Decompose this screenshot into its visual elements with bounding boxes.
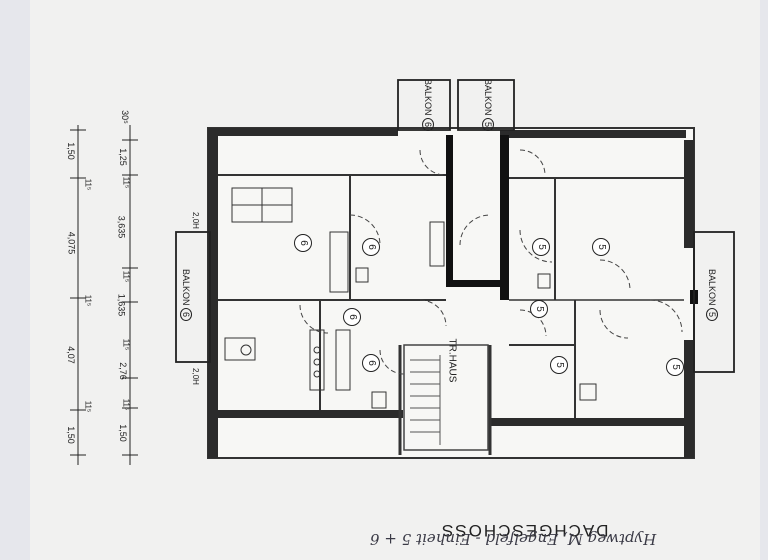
- balcony-top-6: [397, 79, 451, 131]
- balcony-unit: 5: [706, 308, 719, 322]
- dimension-label: 11⁵: [83, 400, 93, 413]
- balcony-unit: 6: [422, 118, 435, 132]
- dimension-label: 4,075: [66, 231, 77, 255]
- dimension-label: 11⁵: [121, 338, 131, 351]
- fixtures: [224, 187, 597, 409]
- handwritten-note: Hyptweg M, Engelfeld - Einheit 5 + 6: [370, 530, 657, 548]
- balcony-label-top-6: BALKON 6: [422, 78, 435, 132]
- dimension-label: 11⁵: [83, 178, 93, 191]
- room-unit-badge: 6: [362, 354, 380, 372]
- dimension-line-row1: [122, 125, 138, 465]
- window-mark: 2,0H: [190, 212, 200, 229]
- dimension-label: 11⁵: [121, 176, 131, 189]
- room-unit-badge: 5: [532, 238, 550, 256]
- room-unit-badge: 6: [343, 308, 361, 326]
- dimension-label: 2,76: [117, 362, 128, 380]
- room-unit-badge: 5: [592, 238, 610, 256]
- dimension-label: 1,50: [65, 142, 76, 160]
- balcony-left-6: [175, 231, 211, 363]
- dimension-label: 30⁵: [119, 110, 130, 124]
- balcony-right-5: [693, 231, 735, 373]
- dimension-label: 1,25: [117, 148, 128, 166]
- balcony-top-5: [457, 79, 515, 131]
- dimension-label: 1,50: [65, 426, 76, 444]
- balcony-label-left-6: BALKON 6: [180, 268, 193, 322]
- dimension-label: 1,635: [116, 293, 127, 317]
- room-unit-badge: 5: [666, 358, 684, 376]
- balcony-label-top-5: BALKON 5: [482, 78, 495, 132]
- dimension-label: 11⁵: [83, 294, 93, 307]
- dimension-label: 11⁵: [121, 398, 131, 411]
- room-unit-badge: 5: [550, 356, 568, 374]
- balcony-label-text: BALKON: [423, 78, 434, 116]
- stair-hall-label: TR.HAUS: [446, 338, 458, 383]
- balcony-label-right-5: BALKON 5: [706, 268, 719, 322]
- building-outline: [207, 127, 698, 459]
- balcony-unit: 5: [482, 118, 495, 132]
- balcony-label-text: BALKON: [483, 78, 494, 116]
- room-unit-badge: 6: [294, 234, 312, 252]
- balcony-unit: 6: [180, 308, 193, 322]
- stair-treads: [410, 355, 441, 445]
- room-unit-badge: 6: [362, 238, 380, 256]
- balcony-label-text: BALKON: [181, 268, 192, 306]
- dimension-label: 1,50: [117, 424, 128, 442]
- dimension-label: 11⁵: [121, 270, 131, 283]
- dimension-line-row2: [70, 125, 86, 465]
- window-mark: 2,0H: [190, 368, 200, 385]
- balcony-label-text: BALKON: [707, 268, 718, 306]
- room-unit-badge: 5: [530, 300, 548, 318]
- dimension-label: 3,635: [116, 215, 127, 239]
- dimension-label: 4,07: [65, 346, 76, 364]
